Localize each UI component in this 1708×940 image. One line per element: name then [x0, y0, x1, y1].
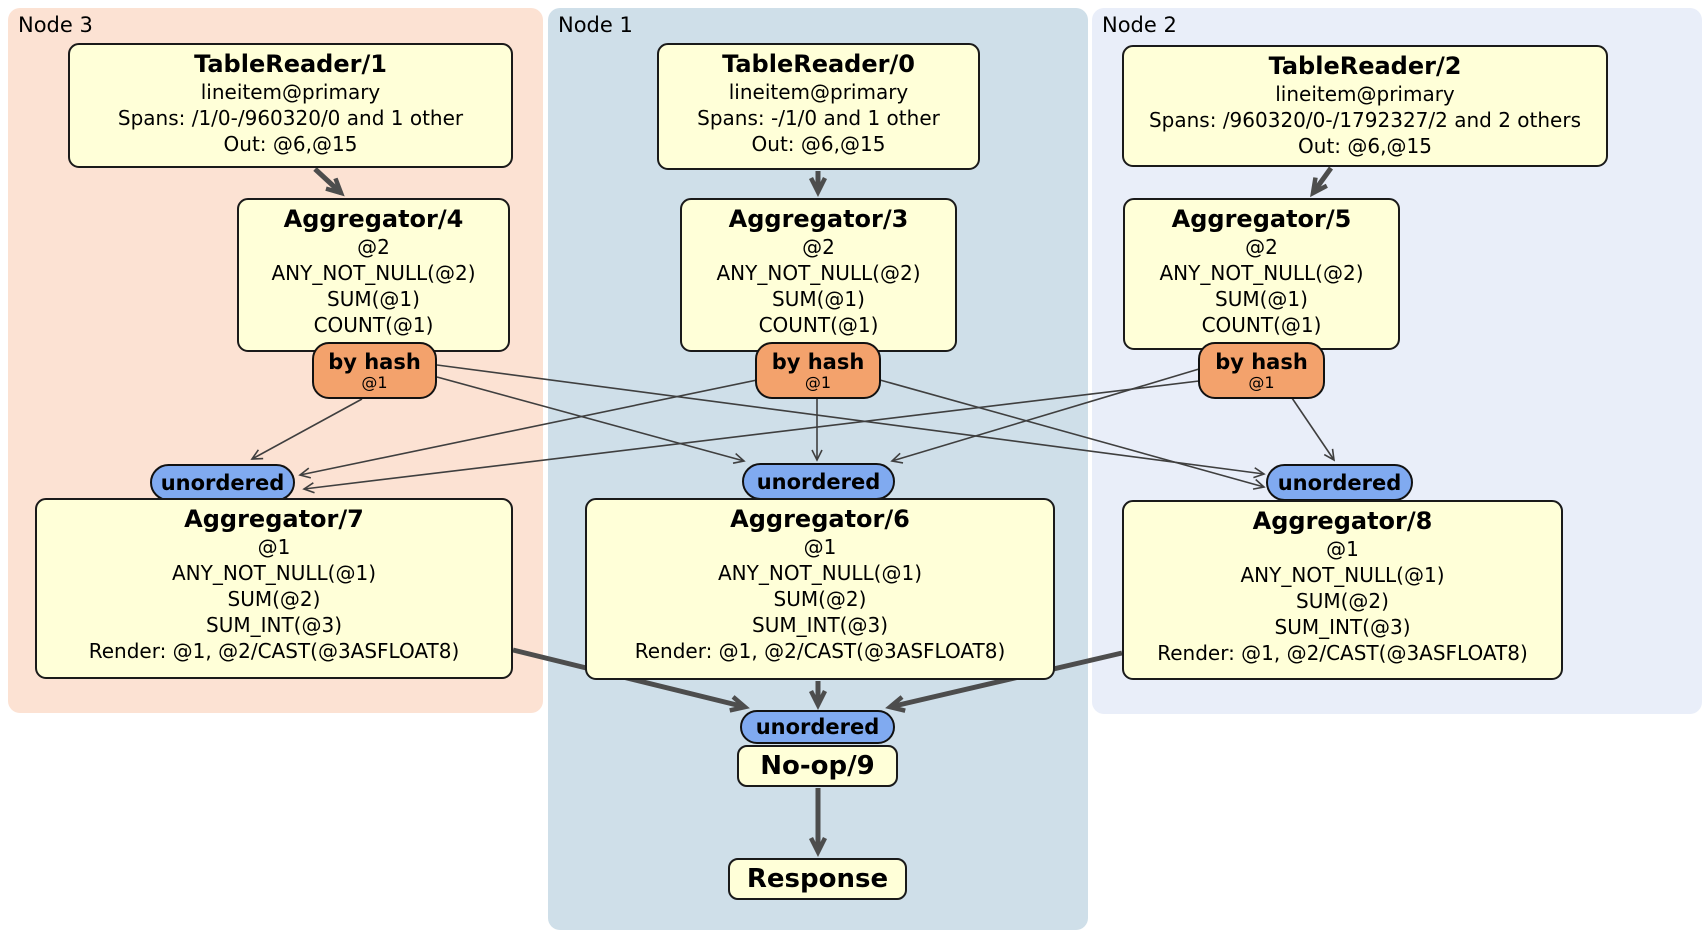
router-label: by hash [328, 349, 421, 374]
processor-tablereader-1: TableReader/1 lineitem@primary Spans: /1… [68, 43, 513, 168]
processor-title: Aggregator/4 [283, 205, 464, 233]
node-panel-label: Node 2 [1102, 13, 1177, 37]
stream-unordered-node3: unordered [150, 464, 295, 501]
router-detail: @1 [804, 372, 832, 392]
processor-detail: Spans: -/1/0 and 1 other [697, 106, 940, 130]
processor-detail: @2 [1245, 235, 1278, 259]
processor-detail: Render: @1, @2/CAST(@3ASFLOAT8) [88, 639, 460, 663]
processor-detail: @1 [803, 535, 837, 559]
processor-detail: Out: @6,@15 [751, 132, 886, 156]
processor-detail: SUM(@2) [1296, 589, 1389, 613]
processor-detail: lineitem@primary [728, 80, 909, 104]
processor-detail: @2 [357, 235, 390, 259]
processor-detail: lineitem@primary [1275, 82, 1455, 106]
router-by-hash-node1: by hash @1 [755, 342, 881, 399]
processor-title: Aggregator/5 [1171, 205, 1352, 233]
response-box: Response [728, 858, 907, 900]
processor-detail: ANY_NOT_NULL(@1) [1240, 563, 1445, 587]
stream-label: unordered [160, 470, 285, 495]
stream-label: unordered [755, 715, 880, 739]
node-panel-label: Node 1 [558, 13, 633, 37]
stream-unordered-final: unordered [740, 710, 895, 744]
processor-noop-9: No-op/9 [737, 745, 898, 787]
processor-detail: SUM_INT(@3) [1274, 615, 1411, 639]
stream-label: unordered [756, 469, 881, 494]
router-detail: @1 [1248, 372, 1275, 392]
processor-detail: Spans: /1/0-/960320/0 and 1 other [117, 106, 464, 130]
processor-detail: lineitem@primary [200, 80, 381, 104]
processor-detail: @1 [1326, 537, 1359, 561]
processor-detail: SUM_INT(@3) [752, 613, 888, 637]
processor-detail: ANY_NOT_NULL(@2) [271, 261, 476, 285]
processor-detail: Out: @6,@15 [223, 132, 358, 156]
processor-title: TableReader/0 [722, 50, 915, 78]
processor-detail: COUNT(@1) [1201, 313, 1322, 337]
processor-detail: Render: @1, @2/CAST(@3ASFLOAT8) [634, 639, 1006, 663]
processor-title: Aggregator/6 [730, 505, 910, 533]
processor-aggregator-4: Aggregator/4 @2 ANY_NOT_NULL(@2) SUM(@1)… [237, 198, 510, 352]
processor-detail: ANY_NOT_NULL(@1) [172, 561, 376, 585]
processor-title: TableReader/2 [1268, 52, 1462, 80]
processor-detail: SUM(@1) [772, 287, 865, 311]
processor-detail: ANY_NOT_NULL(@2) [1159, 261, 1364, 285]
router-by-hash-node2: by hash @1 [1198, 342, 1325, 399]
processor-aggregator-5: Aggregator/5 @2 ANY_NOT_NULL(@2) SUM(@1)… [1123, 198, 1400, 350]
stream-label: unordered [1277, 470, 1402, 495]
stream-unordered-node2: unordered [1266, 464, 1413, 501]
processor-detail: SUM(@1) [1215, 287, 1308, 311]
processor-aggregator-8: Aggregator/8 @1 ANY_NOT_NULL(@1) SUM(@2)… [1122, 500, 1563, 680]
processor-detail: ANY_NOT_NULL(@1) [718, 561, 922, 585]
processor-aggregator-6: Aggregator/6 @1 ANY_NOT_NULL(@1) SUM(@2)… [585, 498, 1055, 680]
processor-title: Aggregator/8 [1252, 507, 1433, 535]
processor-detail: ANY_NOT_NULL(@2) [716, 261, 921, 285]
processor-title: Response [746, 864, 889, 894]
processor-tablereader-0: TableReader/0 lineitem@primary Spans: -/… [657, 43, 980, 170]
processor-detail: SUM(@2) [773, 587, 867, 611]
processor-aggregator-7: Aggregator/7 @1 ANY_NOT_NULL(@1) SUM(@2)… [35, 498, 513, 679]
processor-title: TableReader/1 [194, 50, 387, 78]
node-panel-label: Node 3 [18, 13, 93, 37]
router-by-hash-node3: by hash @1 [312, 342, 437, 399]
stream-unordered-node1: unordered [742, 463, 895, 500]
processor-detail: COUNT(@1) [758, 313, 879, 337]
processor-aggregator-3: Aggregator/3 @2 ANY_NOT_NULL(@2) SUM(@1)… [680, 198, 957, 352]
router-label: by hash [1215, 349, 1308, 374]
router-detail: @1 [361, 372, 388, 392]
processor-detail: SUM_INT(@3) [206, 613, 342, 637]
processor-title: No-op/9 [760, 751, 875, 781]
processor-detail: SUM(@1) [327, 287, 420, 311]
processor-detail: Out: @6,@15 [1298, 134, 1432, 158]
processor-detail: SUM(@2) [227, 587, 321, 611]
processor-detail: Render: @1, @2/CAST(@3ASFLOAT8) [1157, 641, 1528, 665]
router-label: by hash [771, 349, 865, 374]
processor-title: Aggregator/3 [728, 205, 909, 233]
processor-title: Aggregator/7 [184, 505, 364, 533]
processor-detail: COUNT(@1) [313, 313, 434, 337]
processor-tablereader-2: TableReader/2 lineitem@primary Spans: /9… [1122, 45, 1608, 167]
processor-detail: Spans: /960320/0-/1792327/2 and 2 others [1148, 108, 1581, 132]
processor-detail: @1 [257, 535, 291, 559]
processor-detail: @2 [802, 235, 835, 259]
